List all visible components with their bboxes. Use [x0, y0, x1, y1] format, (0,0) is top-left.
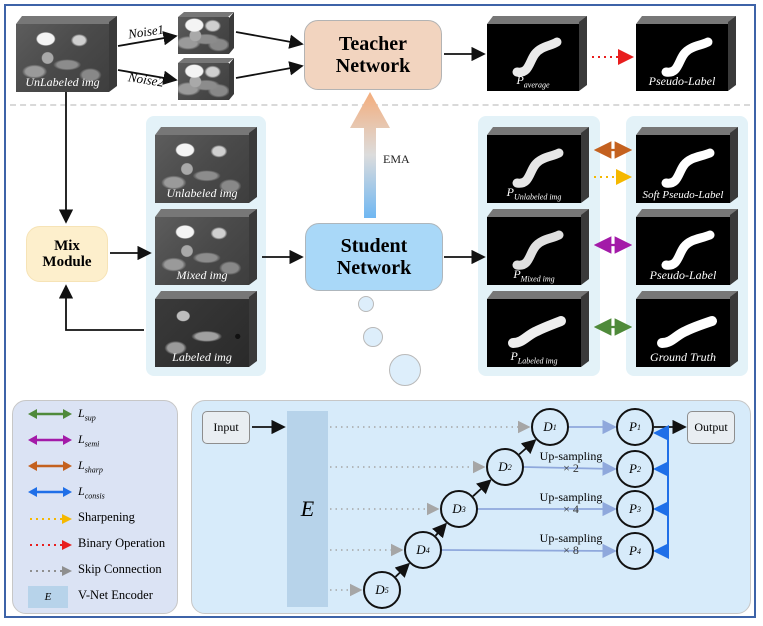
legend-label: Lsup	[78, 406, 96, 423]
soft-pseudo-label-image: Soft Pseudo-Label	[636, 127, 738, 203]
unlabeled-image-label: UnLabeled img	[25, 75, 100, 89]
mix-line2: Module	[42, 254, 92, 270]
double-arrow-icon	[28, 435, 72, 445]
stack-mixed-image: Mixed img	[155, 209, 257, 285]
dotted-arrow-icon	[30, 566, 72, 576]
encoder-block: E	[287, 411, 328, 607]
double-arrow-icon	[28, 487, 72, 497]
legend-item: Lconsis	[28, 483, 178, 501]
teacher-line1: Teacher	[338, 33, 408, 55]
legend-item: Skip Connection	[28, 562, 178, 580]
legend-item: Binary Operation	[28, 536, 178, 554]
ema-label: EMA	[383, 152, 410, 166]
legend-label: Lsemi	[78, 432, 100, 449]
p-labeled-image: PLabeled img	[487, 291, 589, 367]
double-arrow-icon	[28, 409, 72, 419]
teacher-line2: Network	[335, 55, 411, 77]
bubble-large	[389, 354, 421, 386]
upsampling-label: Up-sampling× 8	[539, 531, 603, 557]
mix-module: Mix Module	[26, 226, 108, 282]
stack-unlabeled-image: Unlabeled img	[155, 127, 257, 203]
legend-label: V-Net Encoder	[78, 588, 153, 602]
dotted-arrow-icon	[30, 540, 72, 550]
pseudo-label-image: Pseudo-Label	[636, 209, 738, 285]
stack-labeled-label: Labeled img	[172, 350, 232, 364]
section-divider	[10, 104, 750, 106]
bubble-medium	[363, 327, 383, 347]
figure-frame	[4, 4, 756, 618]
encoder-swatch: E	[28, 586, 68, 608]
stack-labeled-image: Labeled img	[155, 291, 257, 367]
p-average-image: Paverage	[487, 16, 587, 91]
legend-item: Sharpening	[28, 510, 178, 528]
legend-item: E V-Net Encoder	[28, 586, 178, 608]
mix-line1: Mix	[54, 237, 80, 254]
input-box: Input	[202, 411, 250, 444]
unlabeled-image-top: UnLabeled img	[16, 16, 117, 92]
stack-unlabeled-label: Unlabeled img	[166, 186, 238, 200]
stack-mixed-label: Mixed img	[176, 268, 228, 282]
noise1-image	[178, 12, 234, 54]
legend-label: Skip Connection	[78, 562, 162, 576]
p-labeled-label: PLabeled img	[510, 348, 558, 365]
p-mixed-label: PMixed img	[513, 266, 555, 283]
p-unlabeled-label: PUnlabeled img	[506, 184, 562, 201]
p-unlabeled-image: PUnlabeled img	[487, 127, 589, 203]
noise2-image	[178, 58, 234, 100]
legend-label: Lsharp	[78, 458, 103, 475]
upsampling-label: Up-sampling× 2	[539, 449, 603, 475]
legend-label: Lconsis	[78, 484, 105, 501]
encoder-label: E	[300, 496, 315, 521]
output-box: Output	[687, 411, 735, 444]
double-arrow-icon	[28, 461, 72, 471]
soft-pseudo-label-label: Soft Pseudo-Label	[642, 189, 724, 201]
student-line1: Student	[340, 235, 408, 257]
dotted-arrow-icon	[30, 514, 72, 524]
upsampling-label: Up-sampling× 4	[539, 490, 603, 516]
pseudo-label-label: Pseudo-Label	[649, 268, 717, 282]
student-line2: Network	[336, 257, 412, 279]
bubble-small	[358, 296, 374, 312]
legend-item: Lsup	[28, 405, 178, 423]
legend-item: Lsemi	[28, 431, 178, 449]
legend-item: Lsharp	[28, 457, 178, 475]
legend-label: Sharpening	[78, 510, 135, 524]
p-mixed-image: PMixed img	[487, 209, 589, 285]
pseudo-label-top-mask	[661, 37, 713, 77]
ground-truth-label: Ground Truth	[650, 350, 716, 364]
teacher-network: Teacher Network	[304, 20, 442, 90]
p-average-label: Paverage	[516, 72, 550, 89]
pseudo-label-top-image: Pseudo-Label	[636, 16, 736, 91]
student-network: Student Network	[305, 223, 443, 291]
legend	[12, 400, 178, 614]
ground-truth-image: Ground Truth	[636, 291, 738, 367]
legend-label: Binary Operation	[78, 536, 166, 550]
pseudo-label-top-label: Pseudo-Label	[648, 74, 716, 88]
p-average-mask	[512, 37, 562, 77]
